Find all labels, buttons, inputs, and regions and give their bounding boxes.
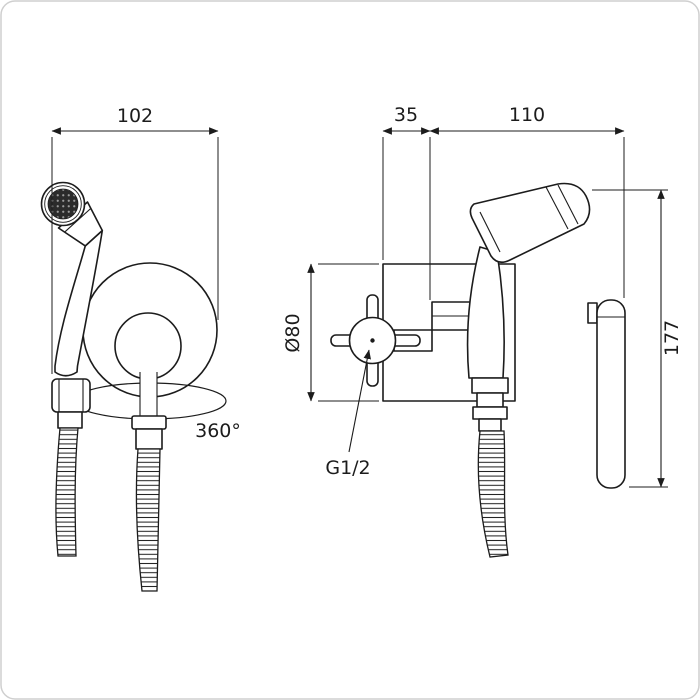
dim-80-label: Ø80 (282, 313, 304, 352)
handle-center-point (370, 338, 375, 343)
dim-102-label: 102 (117, 105, 153, 127)
hose-nut (131, 415, 167, 430)
bracket-nut (57, 411, 83, 429)
dim-110-label: 110 (509, 104, 545, 126)
rotation-360-label: 360° (195, 420, 241, 442)
front-view: 102 360° (40, 105, 241, 592)
thread-g12-label: G1/2 (325, 457, 370, 479)
connector-nut-4 (478, 418, 502, 432)
dimension-80: Ø80 (282, 263, 379, 402)
sprayer-head-side (469, 182, 591, 264)
center-flex-hose (135, 448, 161, 592)
sprayer-handle (54, 229, 104, 377)
connector-nut-3 (472, 406, 508, 420)
spray-head-ring (44, 185, 82, 223)
bracket-body (51, 378, 91, 413)
valve-circle (114, 312, 182, 380)
right-flex-hose (477, 430, 509, 558)
side-view: 35 110 Ø80 177 G1/2 (282, 104, 683, 558)
connector-nut-1 (471, 377, 509, 394)
hand-sprayer-side (466, 182, 591, 558)
spout-body (596, 299, 626, 489)
dim-177-label: 177 (661, 320, 683, 356)
connector-nut-2 (476, 392, 504, 408)
side-holder-arm (431, 301, 473, 331)
left-flex-hose (55, 427, 79, 557)
dimension-177: 177 (592, 189, 683, 488)
spout-tube (587, 299, 626, 489)
leader-arrow (348, 349, 371, 453)
holder-bracket (51, 378, 91, 429)
head-ring-line (545, 186, 569, 230)
dimension-110: 110 (429, 104, 625, 298)
spout-collar (587, 302, 598, 324)
cross-handle (330, 294, 433, 387)
spray-nozzle-dots (48, 189, 78, 219)
neck-joint-line (479, 211, 501, 253)
dimension-35: 35 (382, 104, 431, 300)
head-ring-line (557, 184, 579, 225)
dim-35-label: 35 (394, 104, 418, 126)
dimension-102: 102 (51, 105, 219, 374)
thread-callout: G1/2 (325, 349, 371, 479)
outlet-tube-fill (140, 372, 157, 418)
hose-collar (135, 428, 163, 450)
